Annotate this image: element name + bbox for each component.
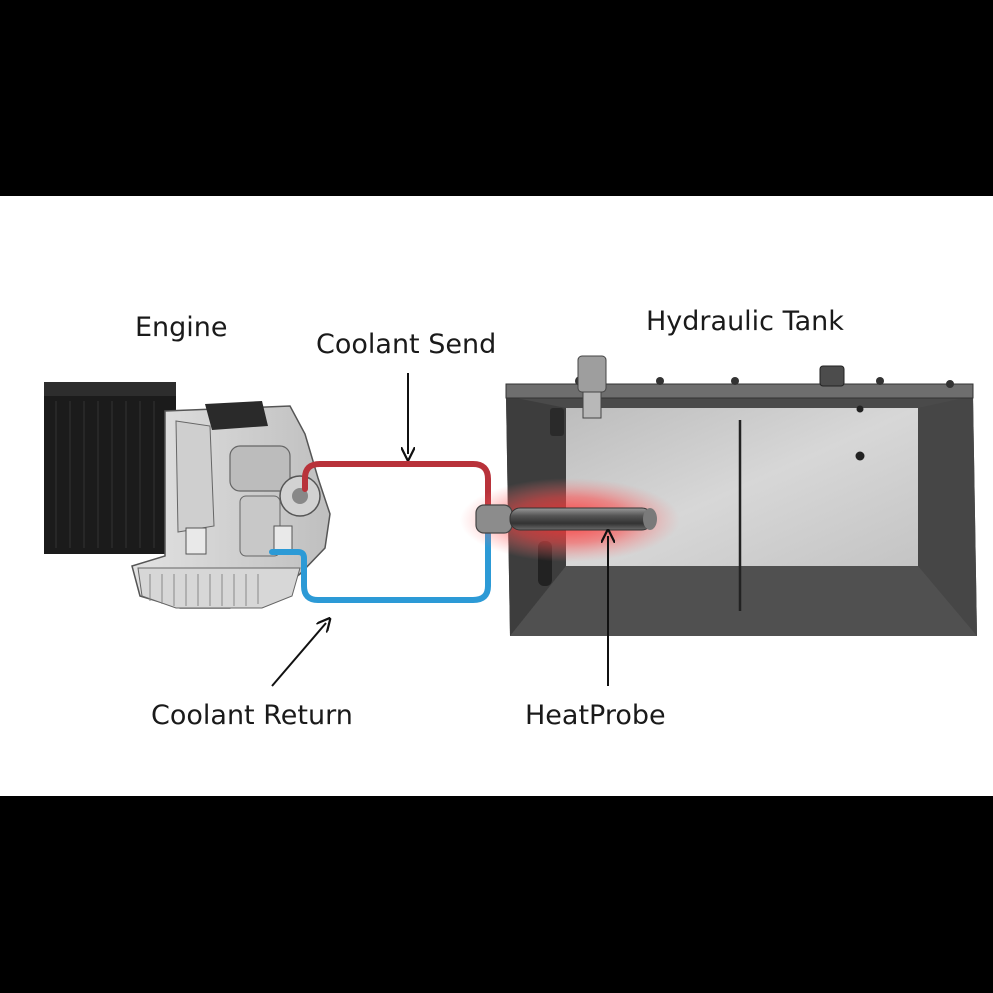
coolant-return-line <box>269 527 491 603</box>
diagram-canvas: Engine Coolant Send Hydraulic Tank Coola… <box>0 196 993 796</box>
heat-probe-label: HeatProbe <box>525 700 666 731</box>
tank-lid <box>505 383 974 399</box>
engine-label: Engine <box>135 312 228 343</box>
engine-radiator <box>44 382 176 554</box>
coolant-return-label: Coolant Return <box>151 700 353 731</box>
coolant-return-arrow <box>271 623 326 687</box>
top-letterbox <box>0 0 993 196</box>
coolant-send-label: Coolant Send <box>316 329 497 360</box>
coolant-send-line <box>302 461 491 517</box>
probe-body <box>509 507 653 531</box>
heat-probe <box>460 478 680 562</box>
diagram-svg <box>44 355 977 687</box>
hydraulic-tank-label: Hydraulic Tank <box>646 306 844 337</box>
probe-fitting <box>475 504 513 534</box>
bottom-letterbox <box>0 796 993 993</box>
engine-illustration <box>44 382 331 609</box>
